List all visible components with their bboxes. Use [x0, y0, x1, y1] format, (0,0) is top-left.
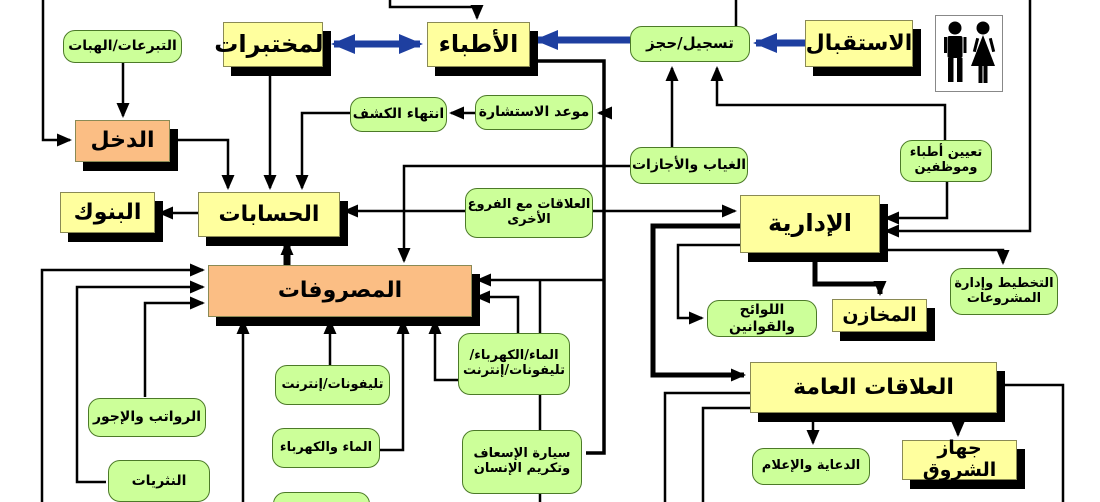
node-cropped-bottom [273, 492, 370, 502]
node-exam-end: انتهاء الكشف [350, 97, 447, 132]
node-banks: البنوك [60, 192, 155, 233]
node-absence: الغياب والأجازات [630, 147, 748, 184]
node-planning: التخطيط وإدارة المشروعات [950, 268, 1058, 315]
node-reception: الاستقبال [805, 20, 913, 67]
node-media: الدعاية والإعلام [752, 448, 870, 485]
node-register: تسجيل/حجز [630, 26, 750, 62]
node-doctors: الأطباء [427, 22, 530, 67]
node-donations: التبرعات/الهبات [63, 30, 182, 63]
node-labs: المختبرات [214, 22, 332, 67]
node-petty-cash: النثريات [108, 460, 210, 502]
node-water-electricity: الماء والكهرباء [272, 428, 380, 468]
node-ambulance: سيارة الإسعاف وتكريم الإنسان [462, 430, 582, 494]
node-public-relations: العلاقات العامة [750, 362, 997, 413]
node-income: الدخل [75, 120, 170, 162]
blue-arrows [331, 30, 805, 54]
restroom-icon [935, 15, 1003, 92]
node-branches: العلاقات مع الفروع الأخرى [465, 188, 593, 238]
node-salaries: الرواتب والإجور [88, 398, 206, 437]
node-regulations: اللوائح والقوانين [707, 300, 817, 337]
node-expenses: المصروفات [208, 265, 472, 317]
node-hiring: تعيين أطباء وموظفين [900, 140, 992, 182]
node-stores: المخازن [832, 299, 927, 332]
black-connectors [40, 0, 1065, 502]
node-accounts: الحسابات [198, 192, 340, 237]
node-phones-internet: تليفونات/إنترنت [275, 365, 390, 405]
node-utilities: الماء/الكهرباء/ تليفونات/إنترنت [458, 333, 570, 395]
node-admin: الإدارية [740, 195, 880, 253]
node-shorouk: جهاز الشروق [902, 437, 1017, 481]
node-consultation: موعد الاستشارة [475, 95, 593, 130]
